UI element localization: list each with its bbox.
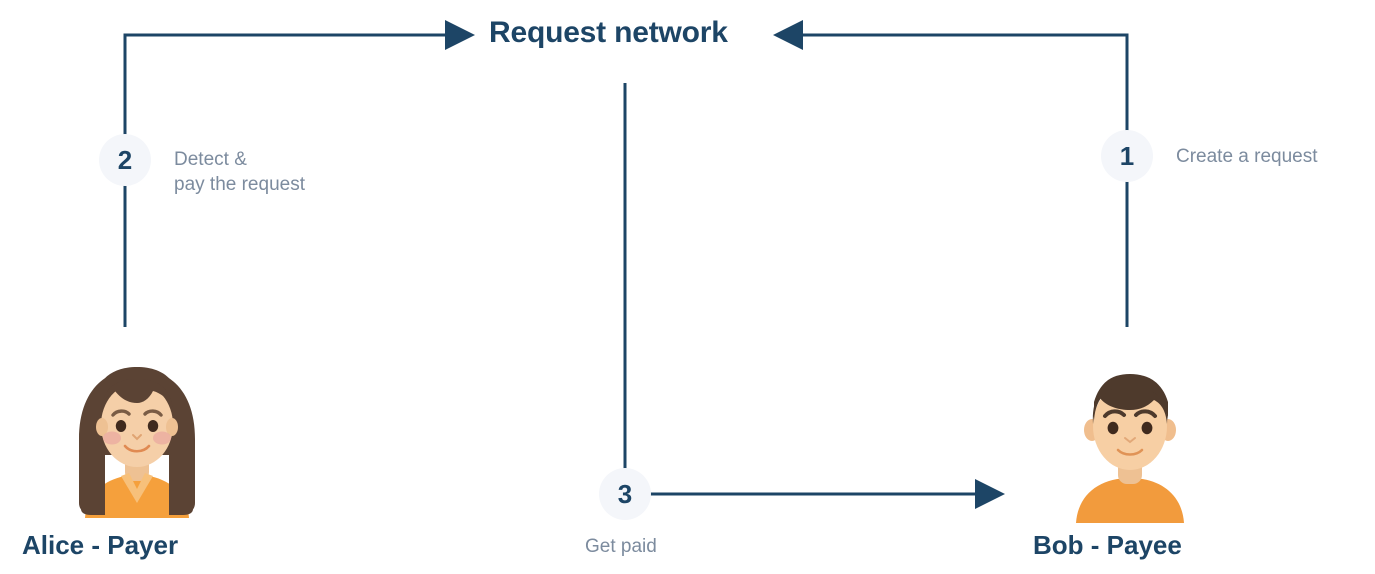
page-title: Request network (489, 16, 728, 49)
arrow-network-to-bob (623, 83, 1005, 509)
step-label-3: Get paid (585, 536, 657, 557)
step-label-2: Detect & pay the request (174, 149, 305, 195)
woman-avatar-icon (79, 367, 195, 518)
man-avatar-icon (1076, 374, 1184, 523)
arrow-bob-to-network (773, 20, 1129, 327)
actor-name-bob: Bob - Payee (1033, 530, 1182, 560)
step-label-1: Create a request (1176, 146, 1318, 167)
step-badge-2: 2 (99, 134, 151, 186)
arrow-alice-to-network (123, 20, 475, 327)
actor-name-alice: Alice - Payer (22, 530, 179, 560)
step-badge-1: 1 (1101, 130, 1153, 182)
step-badge-3: 3 (599, 468, 651, 520)
